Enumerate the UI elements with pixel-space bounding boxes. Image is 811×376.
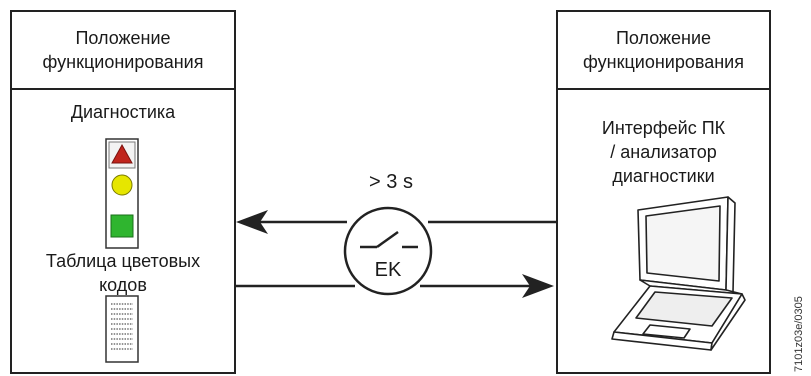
interface-label-line1: Интерфейс ПК [601, 118, 726, 138]
color-table-label-line2: кодов [99, 275, 147, 295]
yellow-indicator-icon [111, 174, 133, 196]
interface-label-line3: диагностики [612, 166, 715, 186]
diagnostics-label: Диагностика [70, 102, 176, 122]
green-indicator-icon [110, 214, 134, 238]
interface-label-line2: / анализатор [610, 142, 717, 162]
laptop-icon [611, 196, 746, 351]
right-header-line1: Положение [615, 28, 712, 48]
time-threshold-label: > 3 s [369, 171, 413, 193]
arrow-to-right [236, 274, 554, 298]
ek-switch [343, 206, 433, 296]
color-code-table-icon [105, 295, 139, 363]
color-table-label-line1: Таблица цветовых [45, 251, 201, 271]
left-header-line1: Положение [75, 28, 171, 48]
switch-blade [376, 230, 399, 249]
right-panel-header: Положение функционирования [558, 12, 769, 90]
left-header-line2: функционирования [42, 52, 204, 72]
diagnostics-indicator-icon [105, 138, 139, 249]
figure-reference: 7101z03e/0305 [793, 296, 805, 372]
arrow-to-left [236, 210, 556, 234]
warning-triangle-icon [111, 143, 133, 164]
left-panel-header: Положение функционирования [12, 12, 234, 90]
right-header-line2: функционирования [583, 52, 744, 72]
switch-label: EK [374, 259, 402, 281]
